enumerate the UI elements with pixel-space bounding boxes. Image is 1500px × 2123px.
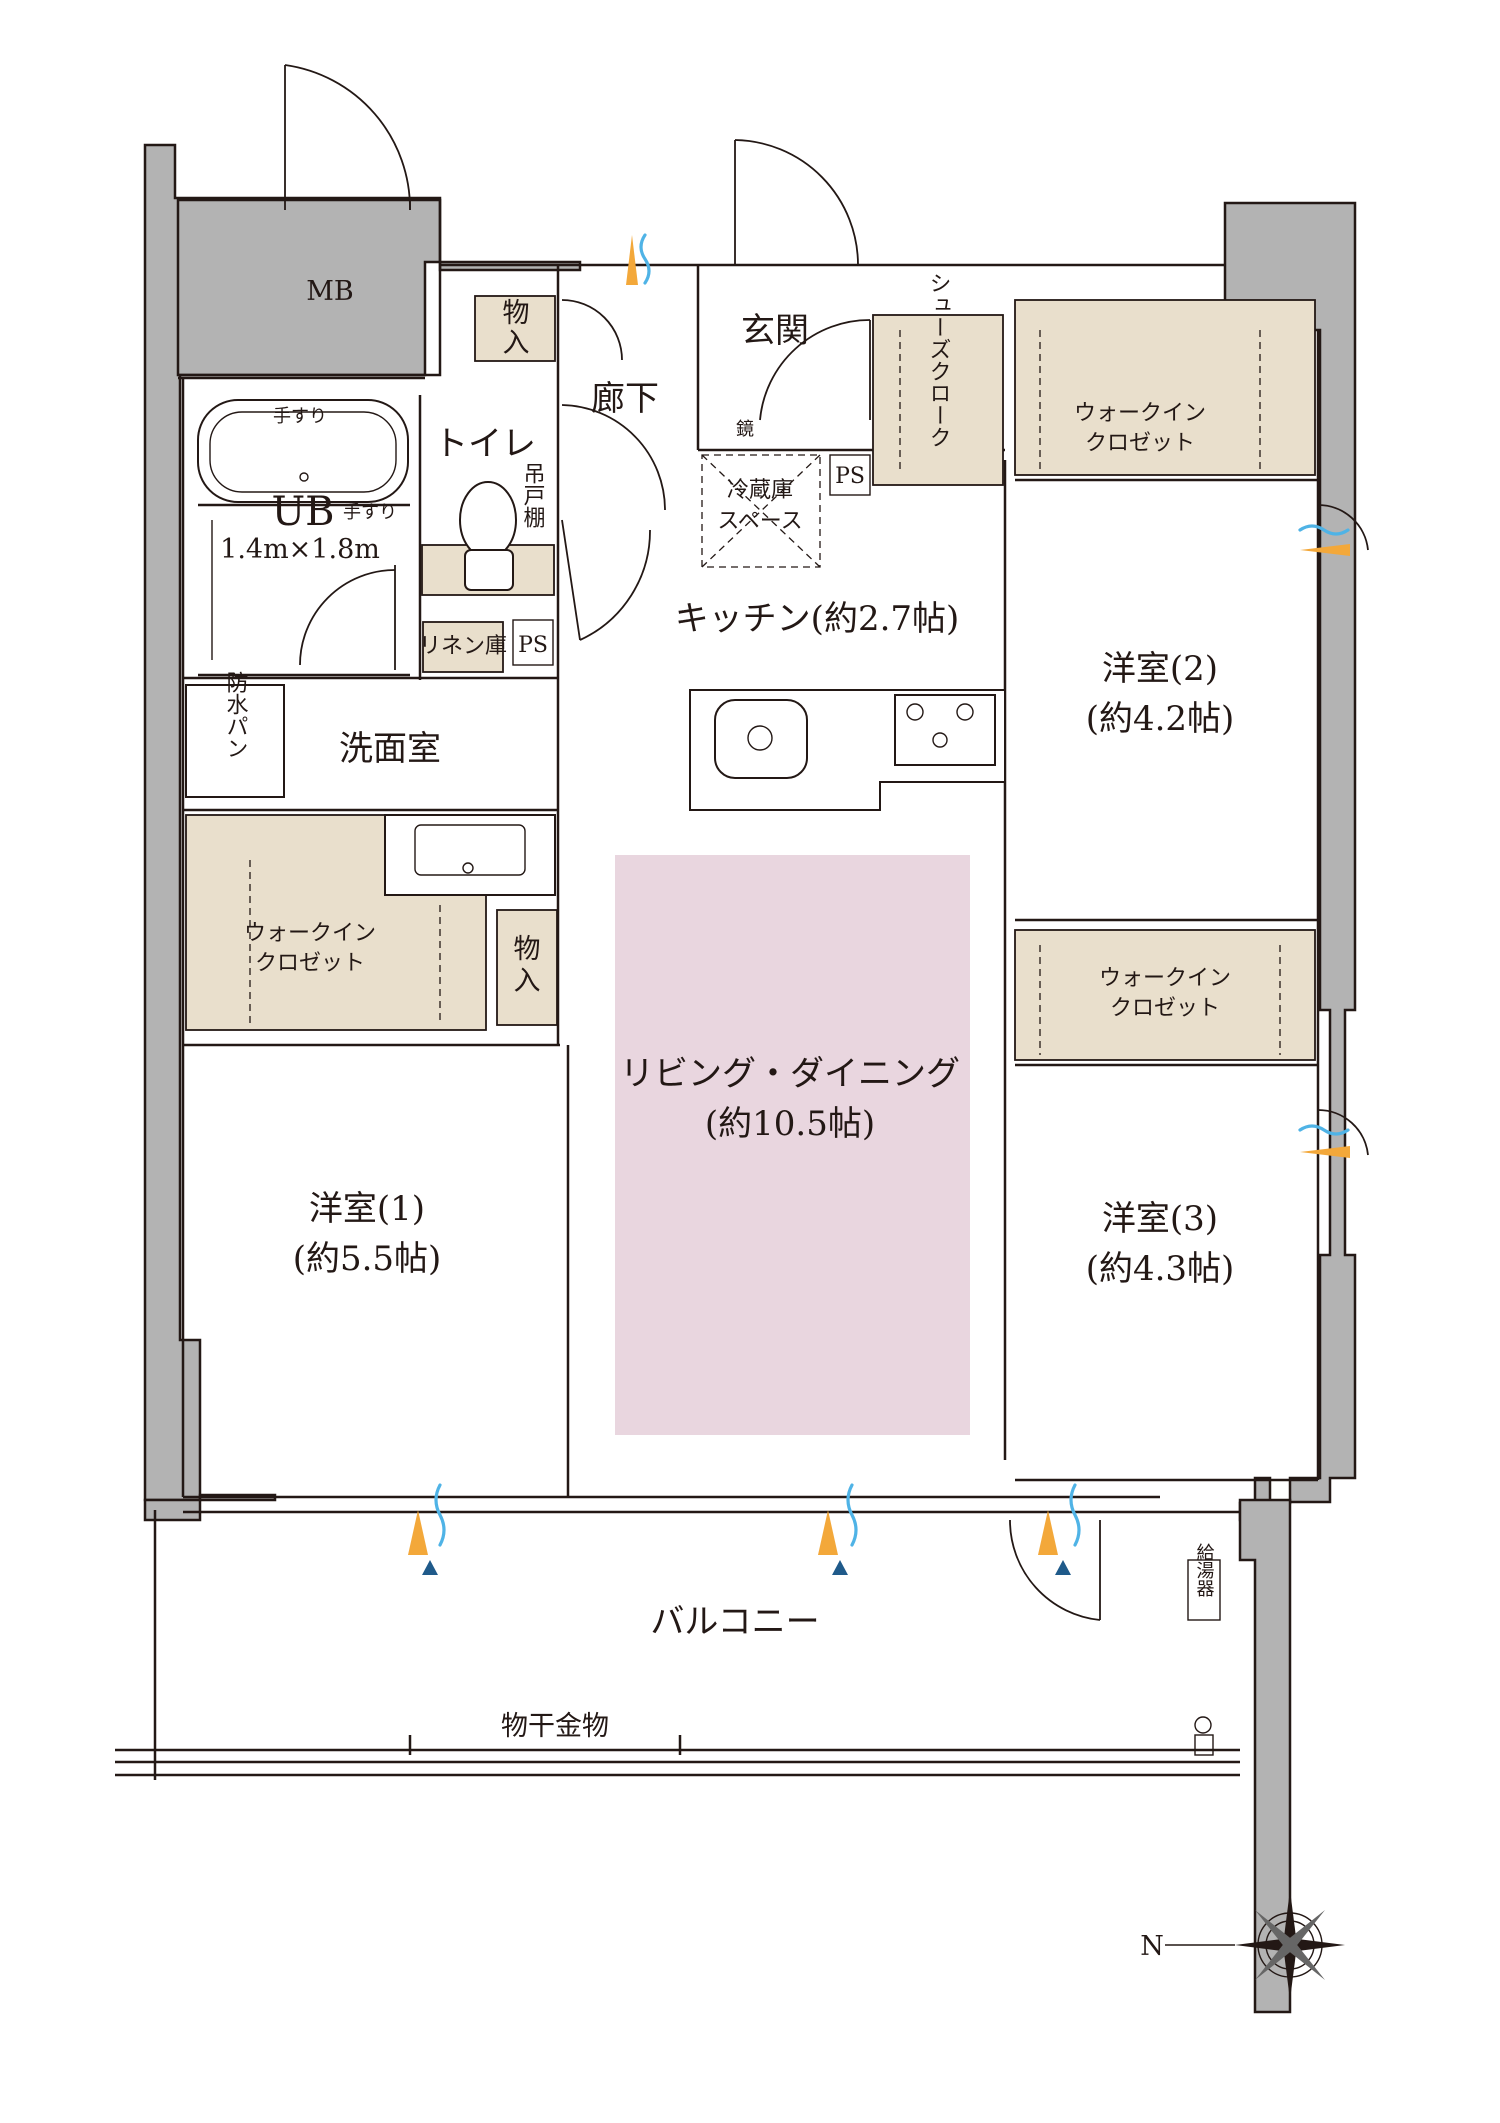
balcony [115,1510,1240,1780]
label-living-name: リビング・ダイニング [620,1054,960,1094]
label-ps-wash: PS [518,633,548,658]
ps-wash [512,619,554,666]
label-room2-size: (約4.2帖) [1086,699,1235,739]
wall-left-lower [143,1493,277,1522]
label-mb: MB [306,276,354,307]
label-wic-3: ウォークイン [1099,966,1231,991]
doors [284,64,1369,1621]
label-wic-2: ウォークイン [1074,401,1206,426]
label-room3-size: (約4.3帖) [1086,1249,1235,1289]
stove-icon [894,694,996,766]
label-balcony: バルコニー [650,1602,819,1642]
label-living-size: (約10.5帖) [705,1104,875,1144]
label-mirror: 鏡 [736,419,754,440]
monoire-mid [496,909,558,1026]
label-fridge-2: スペース [717,509,802,534]
label-tsuri-todana: 吊戸棚 [520,462,546,528]
label-genkan: 玄関 [741,311,809,351]
label-wic-1-b: クロゼット [255,951,365,976]
label-room3-name: 洋室(3) [1102,1199,1218,1239]
fixtures [185,399,1221,1621]
label-senmenshitsu: 洗面室 [339,729,441,769]
label-ps-kitchen: PS [835,464,865,489]
monoire-top [474,295,556,362]
label-handrail-2: 手すり [343,502,397,523]
waterproof-pan [185,684,285,798]
vent-arrow-orange-1 [408,1510,428,1555]
water-heater-box [1187,1559,1221,1621]
label-monohoshi: 物干金物 [501,1711,609,1742]
label-room2-name: 洋室(2) [1102,649,1218,689]
wic-2 [1014,299,1316,476]
washbasin [384,814,556,896]
structural-walls [143,143,1357,2014]
label-toilet: トイレ [434,424,536,464]
toilet-bowl [459,481,517,559]
label-rouka: 廊下 [591,379,659,419]
label-bousui-pan: 防水パン [223,671,249,759]
label-handrail-1: 手すり [273,406,327,427]
label-monoire-top: 物 [503,298,530,329]
bathtub [197,399,409,503]
label-ub: UB [271,489,334,535]
compass [1165,1890,1345,2000]
label-ub-size: 1.4m×1.8m [220,534,380,565]
wall-right-bottom [1238,1498,1292,2014]
label-kitchen: キッチン(約2.7帖) [675,599,960,639]
partitions [176,198,1320,1514]
linen-storage [422,621,504,673]
ps-kitchen [829,454,871,496]
label-kyutouki: 給湯器 [1194,1543,1215,1597]
ventilation-arrows [408,233,1350,1575]
label-wic-3-b: クロゼット [1110,996,1220,1021]
label-shoes-closet: シューズクローク [926,272,951,448]
mb-closet [176,198,442,377]
sink-icon [714,699,808,779]
fridge-space [701,454,821,568]
vent-arrow-orange-2 [818,1510,838,1555]
living-dining-highlight [615,855,970,1435]
room-labels: MB 物 入 廊下 玄関 鏡 シューズクローク ウォークイン クロゼット トイレ… [220,272,1234,1962]
label-room1-size: (約5.5帖) [293,1239,442,1279]
vent-arrow-orange-3 [1038,1510,1058,1555]
shoes-closet [872,314,1004,486]
label-linen: リネン庫 [419,634,507,659]
wic-3 [1014,929,1316,1061]
label-wic-2-b: クロゼット [1085,431,1195,456]
label-room1-name: 洋室(1) [309,1189,425,1229]
label-fridge-1: 冷蔵庫 [727,478,793,503]
label-north: N [1140,1931,1164,1962]
label-monoire-mid: 物 [514,934,541,965]
label-monoire-mid-2: 入 [514,966,541,997]
label-wic-1: ウォークイン [244,921,376,946]
label-monoire-top-2: 入 [503,328,530,359]
